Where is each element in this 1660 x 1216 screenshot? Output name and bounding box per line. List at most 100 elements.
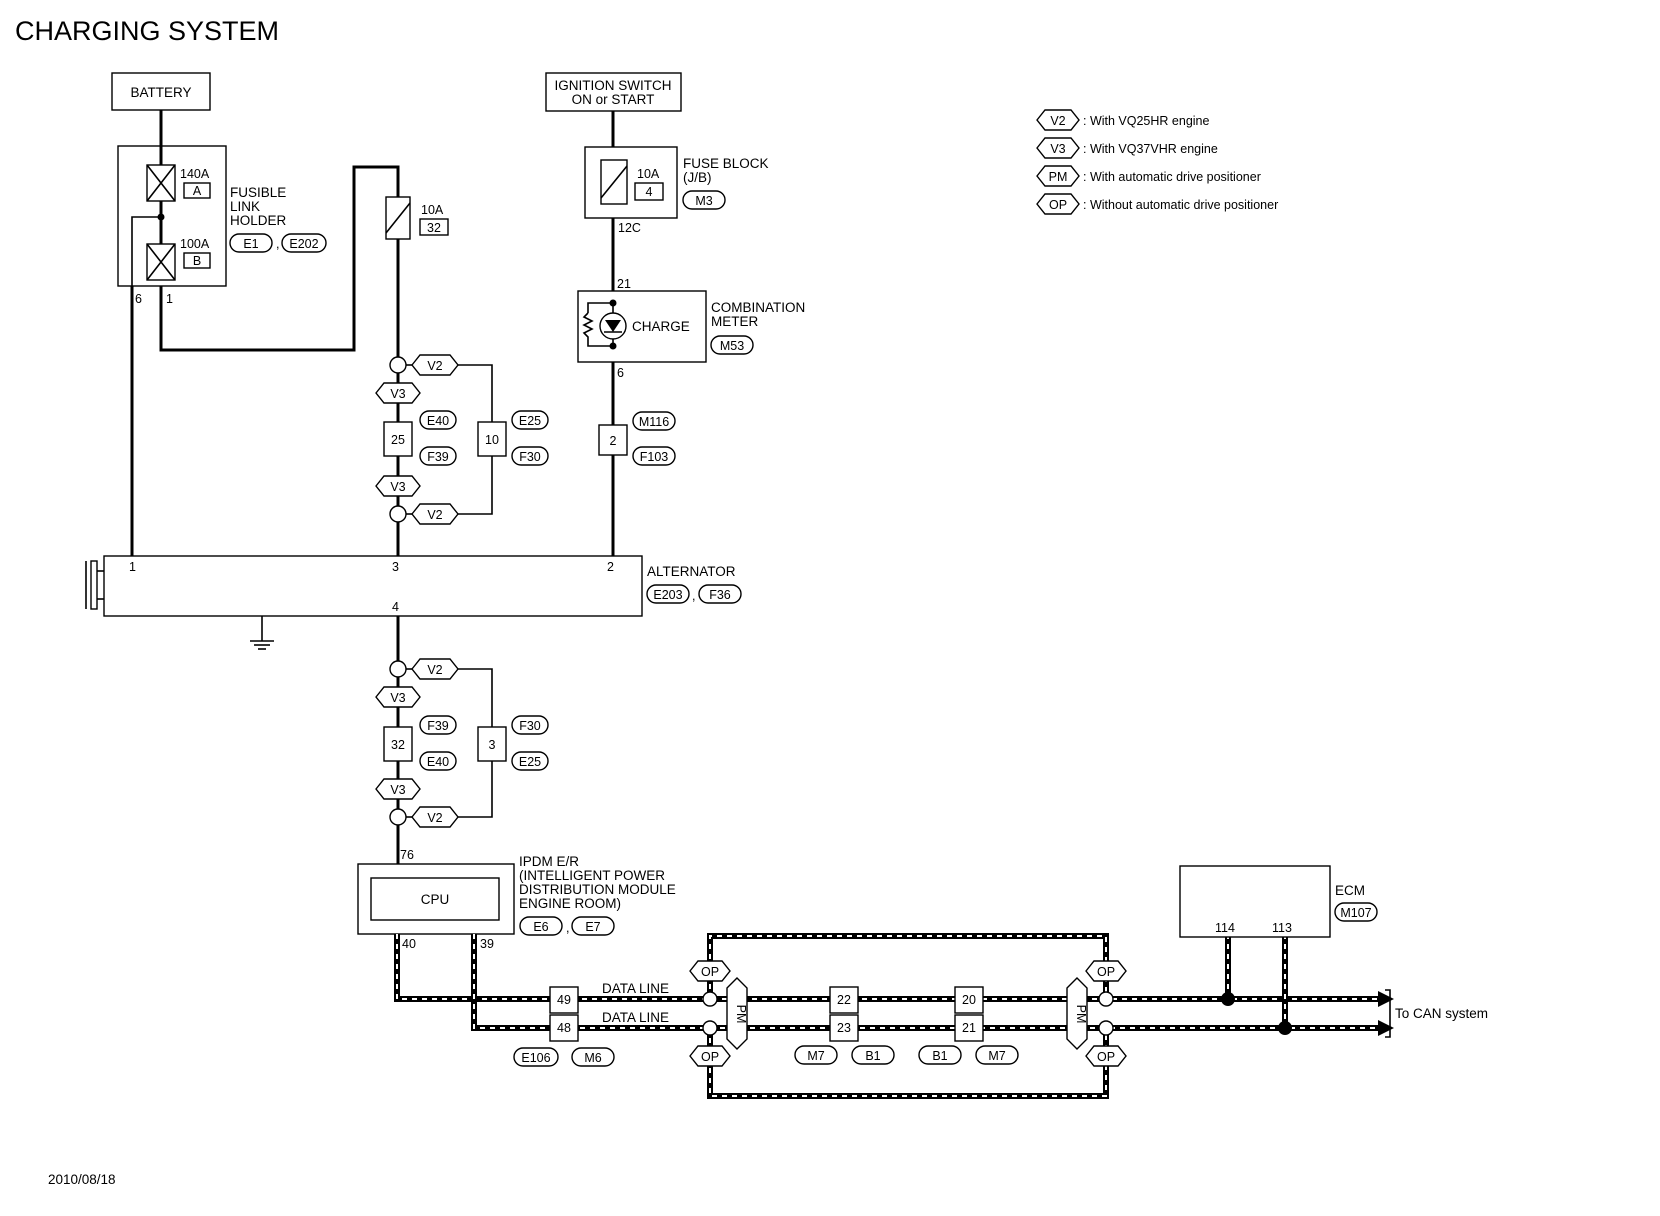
svg-text:(J/B): (J/B)	[683, 170, 712, 185]
svg-text:IGNITION SWITCH: IGNITION SWITCH	[555, 78, 672, 93]
svg-text:V3: V3	[390, 783, 405, 797]
connector-m7: M7	[807, 1049, 824, 1063]
svg-text:10A: 10A	[637, 167, 660, 181]
svg-text:OP: OP	[701, 965, 719, 979]
battery-label: BATTERY	[130, 85, 191, 100]
legend-text: : With VQ25HR engine	[1083, 114, 1209, 128]
splice-dot	[1278, 1021, 1292, 1035]
option-circle	[1098, 991, 1114, 1007]
svg-text:114: 114	[1215, 921, 1235, 935]
option-circle	[389, 808, 407, 826]
option-circle	[389, 505, 407, 523]
can-data-lines: To CAN system DATA LINE DATA LINE 49 48 …	[394, 933, 1488, 1099]
svg-text:40: 40	[402, 937, 416, 951]
connector-m7: M7	[988, 1049, 1005, 1063]
connector-b1: B1	[932, 1049, 947, 1063]
svg-text:1: 1	[129, 560, 136, 574]
svg-text:,: ,	[566, 921, 569, 935]
connector-e203: E203	[653, 588, 682, 602]
svg-text:3: 3	[392, 560, 399, 574]
joint-pin-48	[549, 1014, 579, 1042]
ecm-label: ECM	[1335, 883, 1365, 898]
legend-item-v3: V3 : With VQ37VHR engine	[1036, 137, 1218, 159]
svg-text:21: 21	[617, 277, 631, 291]
joint-pin-10	[477, 421, 507, 457]
page-title: CHARGING SYSTEM	[15, 16, 279, 46]
svg-text:22: 22	[837, 993, 851, 1007]
svg-text:49: 49	[557, 993, 571, 1007]
fusible-link-holder: 140A A 100A B FUSIBLE LINK HOLDER E1 , E…	[117, 110, 327, 306]
connector-f39: F39	[427, 719, 449, 733]
fuse-10a-32: 10A 32	[385, 196, 449, 240]
svg-text:V3: V3	[390, 387, 405, 401]
pin-12c: 12C	[618, 221, 641, 235]
legend-text: : With VQ37VHR engine	[1083, 142, 1218, 156]
svg-text:V2: V2	[427, 359, 442, 373]
svg-text:39: 39	[480, 937, 494, 951]
connector-m53: M53	[720, 339, 744, 353]
option-tag-op	[1085, 1045, 1127, 1067]
legend-code: OP	[1049, 198, 1067, 212]
svg-text:OP: OP	[701, 1050, 719, 1064]
connector-f30: F30	[519, 719, 541, 733]
svg-text:DISTRIBUTION MODULE: DISTRIBUTION MODULE	[519, 882, 676, 897]
pin-1: 1	[166, 292, 173, 306]
svg-text:ON or START: ON or START	[572, 92, 655, 107]
option-circle	[702, 1020, 718, 1036]
meter-joint-connector: 2 M116 F103	[598, 411, 676, 466]
charge-label: CHARGE	[632, 319, 690, 334]
joint-pin-23	[829, 1014, 859, 1042]
svg-text:CPU: CPU	[421, 892, 450, 907]
option-tag-v3	[375, 475, 421, 497]
date-stamp: 2010/08/18	[48, 1172, 116, 1187]
connector-m107: M107	[1340, 906, 1371, 920]
svg-text:ENGINE ROOM): ENGINE ROOM)	[519, 896, 621, 911]
svg-text:6: 6	[617, 366, 624, 380]
option-circle	[389, 660, 407, 678]
fuse-id: 32	[427, 221, 441, 235]
ipdm-er: 76 CPU IPDM E/R (INTELLIGENT POWER DISTR…	[357, 848, 676, 951]
svg-text:4: 4	[392, 600, 399, 614]
connector-e202: E202	[289, 237, 318, 251]
legend-item-op: OP : Without automatic drive positioner	[1036, 193, 1278, 215]
svg-text:2: 2	[607, 560, 614, 574]
battery-box: BATTERY	[111, 72, 211, 111]
option-circle	[702, 991, 718, 1007]
legend: V2 : With VQ25HR engine V3 : With VQ37VH…	[1036, 109, 1278, 215]
joint-pin-20	[954, 986, 984, 1014]
svg-text:21: 21	[962, 1021, 976, 1035]
option-tag-op	[1085, 960, 1127, 982]
legend-text: : Without automatic drive positioner	[1083, 198, 1278, 212]
joint-pin-25	[383, 421, 413, 457]
joint-pin-22	[829, 986, 859, 1014]
legend-code: V3	[1050, 142, 1065, 156]
connector-f30: F30	[519, 450, 541, 464]
option-tag-op	[689, 1045, 731, 1067]
option-circle	[1098, 1020, 1114, 1036]
svg-text:PM: PM	[1074, 1005, 1088, 1024]
connector-f36: F36	[709, 588, 731, 602]
svg-text:DATA LINE: DATA LINE	[602, 1010, 669, 1025]
legend-item-pm: PM : With automatic drive positioner	[1036, 165, 1261, 187]
connector-f39: F39	[427, 450, 449, 464]
svg-text:23: 23	[837, 1021, 851, 1035]
svg-text:10: 10	[485, 433, 499, 447]
option-tag-v3	[375, 382, 421, 404]
arrow-right-icon	[1378, 991, 1394, 1007]
svg-text:IPDM E/R: IPDM E/R	[519, 854, 579, 869]
svg-text:113: 113	[1272, 921, 1292, 935]
fusible-name-1: FUSIBLE	[230, 185, 286, 200]
svg-text:,: ,	[276, 237, 279, 251]
svg-text:4: 4	[646, 185, 653, 199]
joint-pin-49	[549, 986, 579, 1014]
alternator: 1 3 2 4 ALTERNATOR E203 , F36	[85, 555, 742, 617]
ignition-switch-box: IGNITION SWITCH ON or START	[545, 72, 682, 112]
pin-6: 6	[135, 292, 142, 306]
svg-text:V2: V2	[427, 508, 442, 522]
connector-m3: M3	[695, 194, 712, 208]
option-tag-op	[689, 960, 731, 982]
svg-text:METER: METER	[711, 314, 759, 329]
option-tag-v3	[375, 686, 421, 708]
svg-text:20: 20	[962, 993, 976, 1007]
